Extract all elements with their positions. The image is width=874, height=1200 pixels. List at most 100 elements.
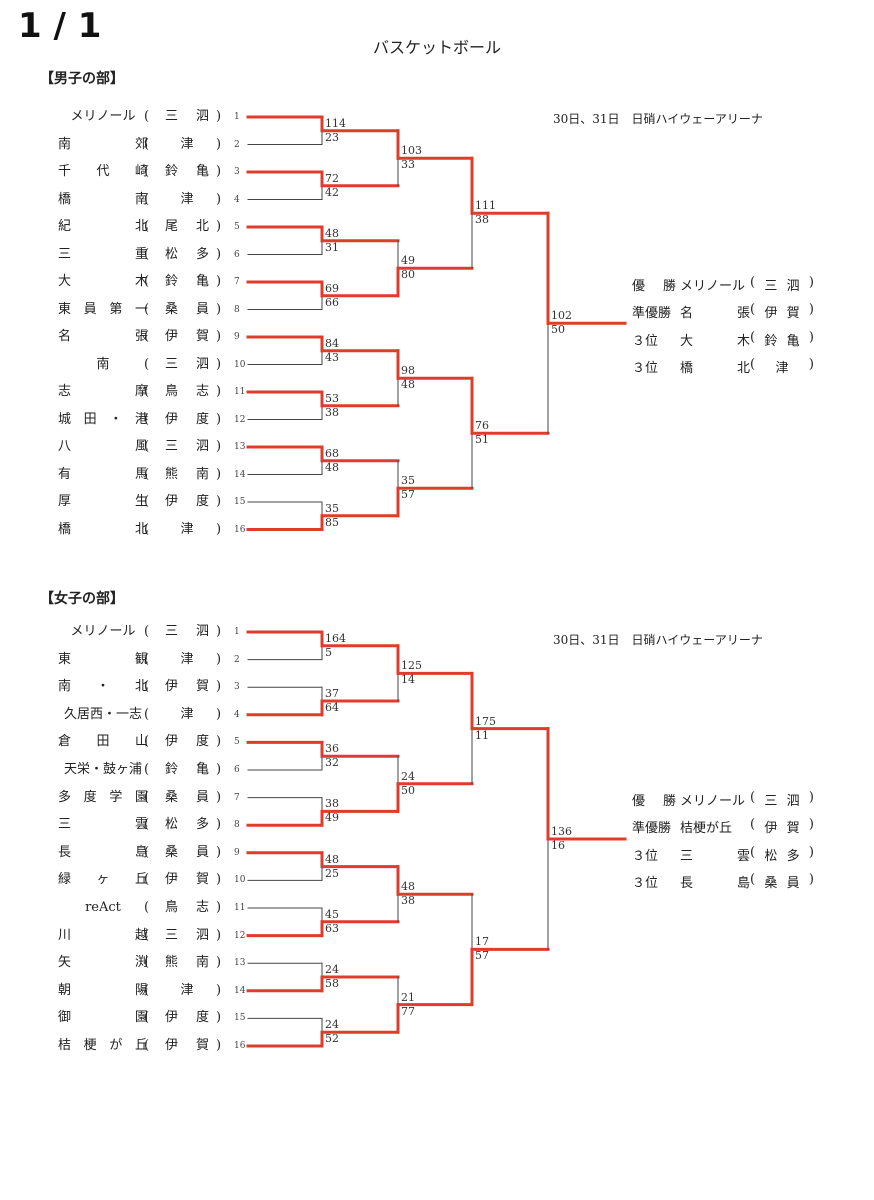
team-name-part: 港 [134,411,148,427]
team-prefecture: 鈴亀 [156,760,218,780]
section-title: 【女子の部】 [40,591,124,607]
result-prefecture-part: 伊 [764,306,778,321]
seed-number: 3 [234,167,240,177]
match-score: 48 [325,852,339,866]
team-prefecture: 伊度 [156,1008,218,1028]
result-row: ３位大木(鈴亀) [632,330,822,352]
paren-close: ) [808,790,814,805]
match-score: 21 [401,990,415,1004]
result-prefecture: (桑員) [750,872,814,891]
result-label: 準優勝 [632,821,672,836]
team-name-part: 梗 [83,1038,97,1053]
team-name-part: 倉 [58,734,72,750]
team-prefecture-part: 松 [164,817,178,833]
paren-open: ( [144,274,150,289]
team-prefecture-part: 度 [195,734,209,750]
team-name-part: 雲 [134,817,148,833]
team-prefecture-part: 伊 [164,679,178,695]
team-prefecture-part: 鳥 [164,384,178,399]
match-score: 57 [401,488,415,502]
paren-close: ) [216,384,222,399]
match-score: 50 [551,323,565,337]
team-row: 御園(伊度) [58,1008,228,1028]
team-prefecture-part: 津 [180,521,194,537]
team-name: 厚生 [58,492,148,512]
seed-number: 13 [234,958,246,969]
match-score: 17 [475,935,489,949]
team-prefecture-part: 伊 [164,872,178,888]
team-row: 南郊(津) [58,135,228,155]
team-name-part: 南 [96,356,110,372]
team-name: 東観 [58,650,148,670]
match-score: 53 [325,391,339,405]
team-prefecture: 鳥志 [156,382,218,402]
paren-close: ) [216,624,222,639]
team-name: 桔梗が丘 [58,1036,148,1056]
page-number: 1 / 1 [18,6,102,46]
team-row: 三雲(松多) [58,815,228,835]
team-row: 東員第一(桑員) [58,300,228,320]
result-row: ３位三雲(松多) [632,845,822,867]
team-prefecture: 三泗 [156,107,218,127]
section-title: 【男子の部】 [40,71,124,87]
paren-open: ( [144,466,150,482]
team-name-part: 長 [58,844,72,860]
paren-open: ( [144,679,150,695]
match-score: 42 [325,185,339,199]
team-prefecture-part: 熊 [164,955,178,971]
match-score: 77 [401,1004,415,1018]
team-name: 川越 [58,926,148,946]
paren-open: ( [144,329,150,344]
seed-number: 5 [234,737,240,748]
team-prefecture-part: 三 [164,439,178,454]
seed-number: 6 [234,765,240,775]
seed-number: 15 [234,497,246,507]
match-score: 33 [401,158,415,172]
team-prefecture: 津 [156,981,218,1001]
team-row: 天栄・鼓ヶ浦(鈴亀) [58,760,228,780]
team-name-part: 度 [83,789,97,805]
seed-number: 10 [234,875,246,886]
team-prefecture-part: 三 [164,927,178,943]
seed-number: 9 [234,847,240,858]
match-score: 68 [325,446,339,460]
team-name-part: 北 [134,219,148,234]
team-prefecture-part: 賀 [195,679,209,695]
seed-number: 5 [234,222,240,232]
match-score: 72 [325,171,339,185]
match-score: 25 [325,866,339,880]
team-prefecture-part: 泗 [195,109,209,124]
team-name-part: reAct [85,900,121,915]
team-name-part: 朝 [58,982,72,998]
team-name-part: 一 [134,301,148,317]
match-score: 164 [325,631,346,645]
team-prefecture-part: 鳥 [164,900,178,915]
team-prefecture-part: 志 [195,384,209,399]
paren-open: ( [144,494,150,509]
result-label: ３位 [632,361,659,376]
team-prefecture: 伊賀 [156,1036,218,1056]
paren-close: ) [216,219,222,234]
match-score: 98 [401,364,415,378]
paren-open: ( [144,191,150,207]
paren-close: ) [216,955,222,971]
result-team: 大木 [680,330,750,349]
match-score: 24 [401,769,415,783]
team-prefecture-part: 員 [195,789,209,805]
team-name: 橋南 [58,190,148,210]
match-score: 103 [401,144,422,158]
team-name-part: 南 [134,191,148,207]
match-score: 45 [325,907,339,921]
team-name-part: 城 [58,411,72,427]
team-prefecture: 津 [156,135,218,155]
team-prefecture: 松多 [156,245,218,265]
result-row: 優勝メリノール(三泗) [632,790,822,812]
team-name-part: 郊 [134,136,148,152]
match-score: 76 [475,419,489,433]
team-prefecture: 伊度 [156,732,218,752]
paren-open: ( [750,330,756,345]
team-prefecture: 桑員 [156,300,218,320]
paren-open: ( [144,624,150,639]
seed-number: 16 [234,1041,246,1051]
